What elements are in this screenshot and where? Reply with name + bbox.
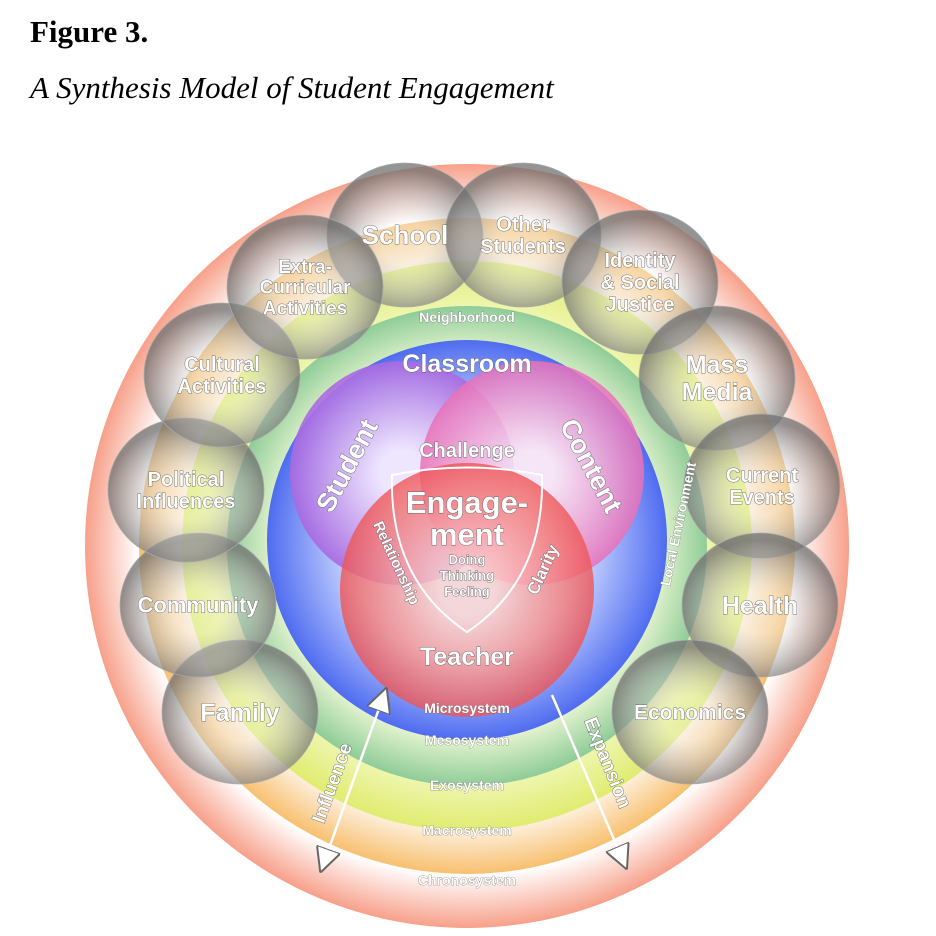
context-bubble-label: Cultural	[184, 354, 260, 376]
context-bubble-label: Other	[496, 214, 550, 236]
engagement-doing: Doing	[449, 552, 486, 567]
context-bubble-label: Justice	[606, 294, 675, 316]
context-bubble-label: Influences	[137, 491, 236, 513]
engagement-shield	[390, 466, 544, 634]
classroom-label: Classroom	[402, 350, 531, 378]
figure-title: A Synthesis Model of Student Engagement	[30, 70, 554, 105]
influence-arrow	[322, 692, 385, 868]
context-bubble-label: Current	[726, 465, 799, 487]
context-bubble-label: & Social	[601, 272, 680, 294]
engagement-title-1: Engage-	[406, 485, 528, 520]
context-bubble-label: Extra-	[278, 257, 332, 278]
context-bubble	[226, 214, 384, 360]
context-bubble-label: Activities	[178, 376, 267, 398]
context-bubble-label: Family	[200, 699, 279, 727]
challenge-label: Challenge	[419, 440, 515, 462]
neighborhood-label: Neighborhood	[419, 309, 515, 325]
engagement-feeling: Feeling	[444, 584, 490, 599]
engagement-thinking: Thinking	[440, 568, 494, 583]
context-bubble	[681, 532, 839, 678]
context-bubble-label: Political	[148, 469, 225, 491]
context-bubble-label: Media	[682, 379, 754, 407]
context-bubble-label: Events	[729, 487, 795, 509]
mesosystem-label: Mesosystem	[425, 732, 509, 748]
chronosystem-label: Chronosystem	[418, 872, 516, 888]
engagement-title-2: ment	[430, 517, 504, 552]
context-bubble-label: Students	[480, 236, 566, 258]
context-bubble-label: Activities	[263, 299, 347, 320]
context-bubble-label: Identity	[604, 250, 676, 272]
microsystem-label: Microsystem	[424, 700, 510, 716]
context-bubble-label: Health	[722, 592, 798, 620]
context-bubble-label: Community	[138, 593, 260, 618]
context-bubble	[611, 639, 769, 785]
teacher-circle	[340, 463, 594, 717]
context-bubble-label: Mass	[686, 351, 749, 379]
expansion-arrow	[550, 694, 625, 865]
context-bubble-label: Economics	[634, 701, 746, 724]
figure-number: Figure 3.	[30, 14, 149, 49]
context-bubble-label: Curricular	[260, 278, 351, 299]
teacher-label: Teacher	[420, 643, 514, 671]
macrosystem-label: Macrosystem	[422, 822, 512, 838]
context-bubble-label: School	[362, 220, 449, 250]
exosystem-label: Exosystem	[430, 777, 504, 793]
